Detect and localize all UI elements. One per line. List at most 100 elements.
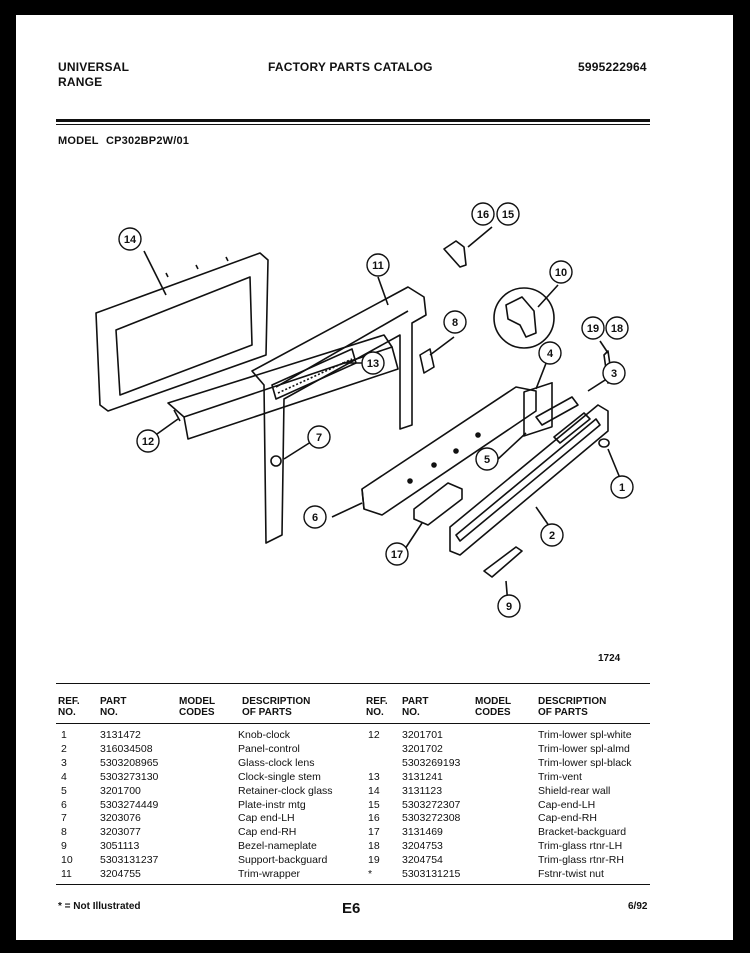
cell-part: 5303131237 [100,854,159,867]
cell-ref: 11 [61,868,72,880]
cell-desc: Trim-wrapper [238,868,301,880]
cell-desc: Bezel-nameplate [238,840,317,853]
cell-desc: Cap-end-RH [538,812,597,825]
cell-ref: * [368,868,373,880]
cell-desc: Clock-single stem [238,770,321,783]
cell-desc: Glass-clock lens [238,756,315,769]
col-part-label-2: NO. [100,707,118,718]
col-ref-label-2: NO. [58,707,76,718]
col-desc-label: DESCRIPTION [242,696,311,707]
part-support-backguard [505,296,537,338]
model-label: MODEL [58,135,99,147]
cell-ref: 14 [368,784,380,797]
footnote-not-illustrated: * = Not Illustrated [58,901,141,912]
col-model-right: MODEL CODES [475,696,511,718]
part-cap-end [443,240,467,268]
cell-ref: 10 [61,854,73,867]
col-model-left: MODEL CODES [179,696,215,718]
cell-ref: 12 [368,729,380,741]
cell-desc: Cap end-RH [238,826,297,839]
callout-8: 8 [452,317,458,329]
col-part-label: PART [100,696,127,707]
col-ref-right: REF. NO. [366,696,388,718]
cell-ref: 15 [368,798,380,811]
cell-part: 3201700 [100,784,141,797]
callout-1: 1 [619,482,625,494]
cell-part: 3051113 [100,840,140,853]
figure-number: 1724 [598,653,621,664]
callout-19: 19 [587,323,599,335]
cell-desc: Cap-end-LH [538,798,596,811]
exploded-parts-diagram: 14 11 16 15 10 8 13 12 7 4 19 18 3 5 1 6… [95,202,634,618]
cell-part: 5303272308 [402,812,461,825]
callout-6: 6 [312,512,318,524]
col-model-label: MODEL [475,696,512,707]
table-header-rule [56,723,650,724]
cell-ref: 16 [368,812,380,825]
table-bottom-rule [56,884,650,885]
catalog-number: 5995222964 [578,60,647,74]
callout-9: 9 [506,601,512,613]
cell-part: 3204753 [402,840,443,853]
cell-desc: Trim-glass rtnr-LH [538,840,623,853]
col-desc-right: DESCRIPTION OF PARTS [538,696,606,718]
cell-ref: 13 [368,770,380,783]
cell-ref: 2 [61,742,67,755]
cell-ref: 9 [61,840,67,853]
model-number: CP302BP2W/01 [106,135,190,147]
cell-part: 3131472 [100,729,141,741]
callout-16: 16 [477,209,489,221]
cell-part: 3204755 [100,868,141,880]
cell-ref: 1 [61,729,67,741]
cell-ref: 17 [368,826,380,839]
page-code: E6 [342,900,361,917]
cell-desc: Plate-instr mtg [238,798,306,811]
header-rule-thin [56,124,650,125]
callout-15: 15 [502,209,514,221]
cell-desc: Bracket-backguard [538,826,627,839]
col-desc-label: DESCRIPTION [538,696,607,707]
cell-desc: Trim-vent [538,770,582,783]
callout-5: 5 [484,454,490,466]
cell-part: 5303272307 [402,798,461,811]
cell-ref: 4 [61,770,67,783]
cell-part: 3203077 [100,826,141,839]
cell-desc: Trim-lower spl-black [538,756,632,769]
callout-14: 14 [124,234,137,246]
cell-ref: 7 [61,812,67,825]
callout-3: 3 [611,368,617,380]
callout-4: 4 [547,348,554,360]
cell-ref: 5 [61,784,67,797]
cell-desc: Retainer-clock glass [238,784,333,797]
cell-ref: 8 [61,826,67,839]
cell-desc: Support-backguard [238,854,328,867]
cell-desc: Cap end-LH [238,812,295,825]
table-top-rule [56,683,650,684]
col-model-label-2: CODES [475,707,511,718]
cell-part: 3203076 [100,812,141,825]
callout-2: 2 [549,530,555,542]
cell-part: 3131123 [402,784,443,797]
catalog-page: UNIVERSAL RANGE FACTORY PARTS CATALOG 59… [16,15,733,940]
callout-11: 11 [372,260,384,272]
cell-desc: Trim-lower spl-white [538,729,632,741]
callout-12: 12 [142,436,154,448]
revision-date: 6/92 [628,901,648,912]
cell-desc: Fstnr-twist nut [538,868,604,880]
cell-ref: 3 [61,756,67,769]
col-part-label: PART [402,696,429,707]
part-clock [523,382,553,437]
callout-18: 18 [611,323,623,335]
cell-part: 5303269193 [402,756,461,769]
callout-13: 13 [367,358,379,370]
part-panel-control [449,404,609,556]
cell-part: 5303131215 [402,868,461,880]
col-part-left: PART NO. [100,696,126,718]
col-desc-label-2: OF PARTS [538,707,588,718]
cell-part: 5303273130 [100,770,159,783]
cell-desc: Knob-clock [238,729,290,741]
col-part-label-2: NO. [402,707,420,718]
cell-desc: Trim-glass rtnr-RH [538,854,624,867]
brand-line-1: UNIVERSAL [58,60,130,74]
col-ref-label: REF. [366,696,388,707]
